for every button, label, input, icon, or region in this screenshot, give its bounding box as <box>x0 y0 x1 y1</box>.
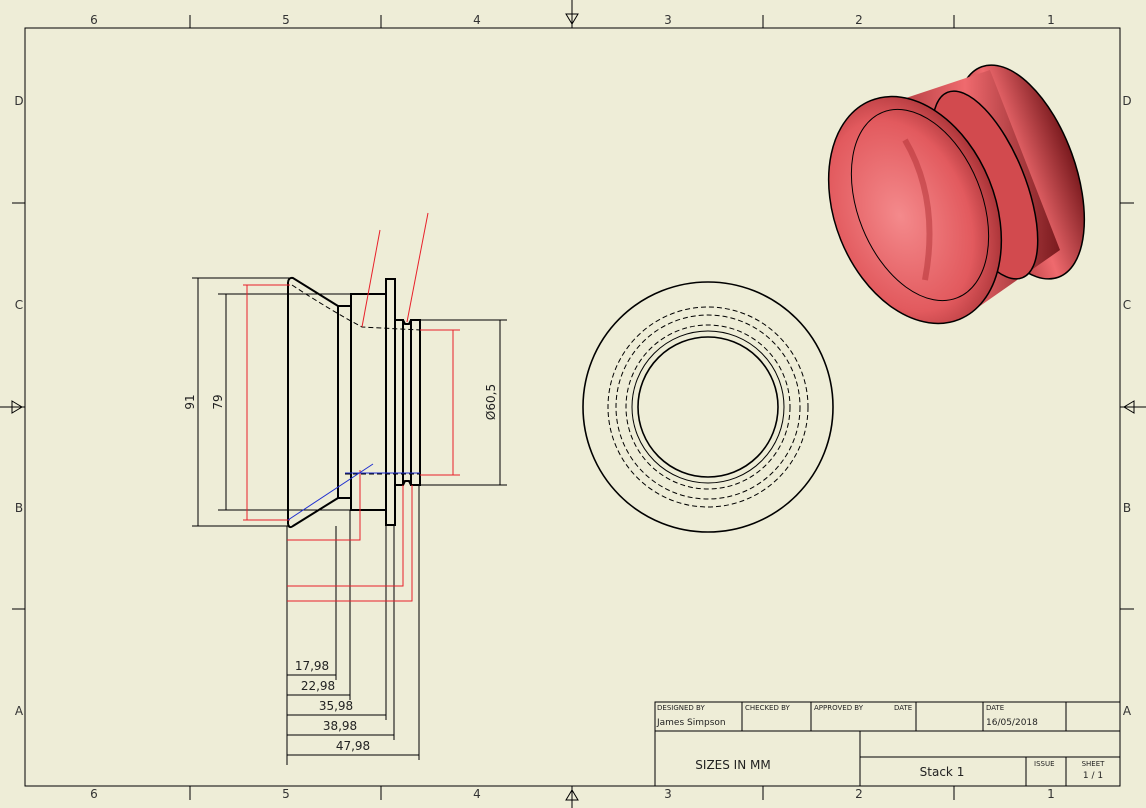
svg-text:1: 1 <box>1047 787 1055 801</box>
svg-text:4: 4 <box>473 13 481 27</box>
drawing-title: Stack 1 <box>920 765 965 779</box>
svg-text:B: B <box>15 501 23 515</box>
dim-91: 91 <box>183 394 197 409</box>
svg-text:35,98: 35,98 <box>319 699 353 713</box>
svg-text:22,98: 22,98 <box>301 679 335 693</box>
svg-text:D: D <box>14 94 23 108</box>
svg-text:DESIGNED BY: DESIGNED BY <box>657 704 705 712</box>
svg-text:5: 5 <box>282 787 290 801</box>
svg-text:DATE: DATE <box>986 704 1004 712</box>
side-view[interactable] <box>192 212 507 765</box>
svg-text:D: D <box>1122 94 1131 108</box>
svg-text:2: 2 <box>855 13 863 27</box>
svg-text:C: C <box>1123 298 1131 312</box>
svg-text:2: 2 <box>855 787 863 801</box>
svg-text:6: 6 <box>90 787 98 801</box>
units-note: SIZES IN MM <box>695 758 770 772</box>
dimension-labels: 91 79 Ø60,5 17,98 22,98 35,98 38,98 47,9… <box>183 384 498 753</box>
svg-text:38,98: 38,98 <box>323 719 357 733</box>
title-block <box>654 701 1121 787</box>
designer-name: James Simpson <box>656 718 726 728</box>
svg-text:A: A <box>1123 704 1132 718</box>
svg-text:C: C <box>15 298 23 312</box>
sheet-number: 1 / 1 <box>1083 771 1103 781</box>
svg-text:4: 4 <box>473 787 481 801</box>
svg-text:APPROVED BY: APPROVED BY <box>814 704 864 712</box>
svg-text:SHEET: SHEET <box>1082 760 1106 768</box>
svg-text:47,98: 47,98 <box>336 739 370 753</box>
dim-diameter: Ø60,5 <box>484 384 498 420</box>
dim-79: 79 <box>211 394 225 409</box>
svg-text:3: 3 <box>664 787 672 801</box>
svg-text:6: 6 <box>90 13 98 27</box>
svg-text:17,98: 17,98 <box>295 659 329 673</box>
svg-text:A: A <box>15 704 24 718</box>
svg-text:1: 1 <box>1047 13 1055 27</box>
zone-labels: 6 5 4 3 2 1 6 5 4 3 2 1 D C B A D C B A <box>14 13 1132 801</box>
front-view[interactable] <box>582 281 834 533</box>
title-block-text: DESIGNED BY James Simpson CHECKED BY APP… <box>656 704 1105 781</box>
drawing-date: 16/05/2018 <box>986 718 1038 728</box>
svg-text:5: 5 <box>282 13 290 27</box>
svg-text:ISSUE: ISSUE <box>1034 760 1055 768</box>
svg-text:CHECKED BY: CHECKED BY <box>745 704 791 712</box>
svg-text:B: B <box>1123 501 1131 515</box>
svg-text:DATE: DATE <box>894 704 912 712</box>
3d-render[interactable] <box>797 48 1110 349</box>
svg-text:3: 3 <box>664 13 672 27</box>
